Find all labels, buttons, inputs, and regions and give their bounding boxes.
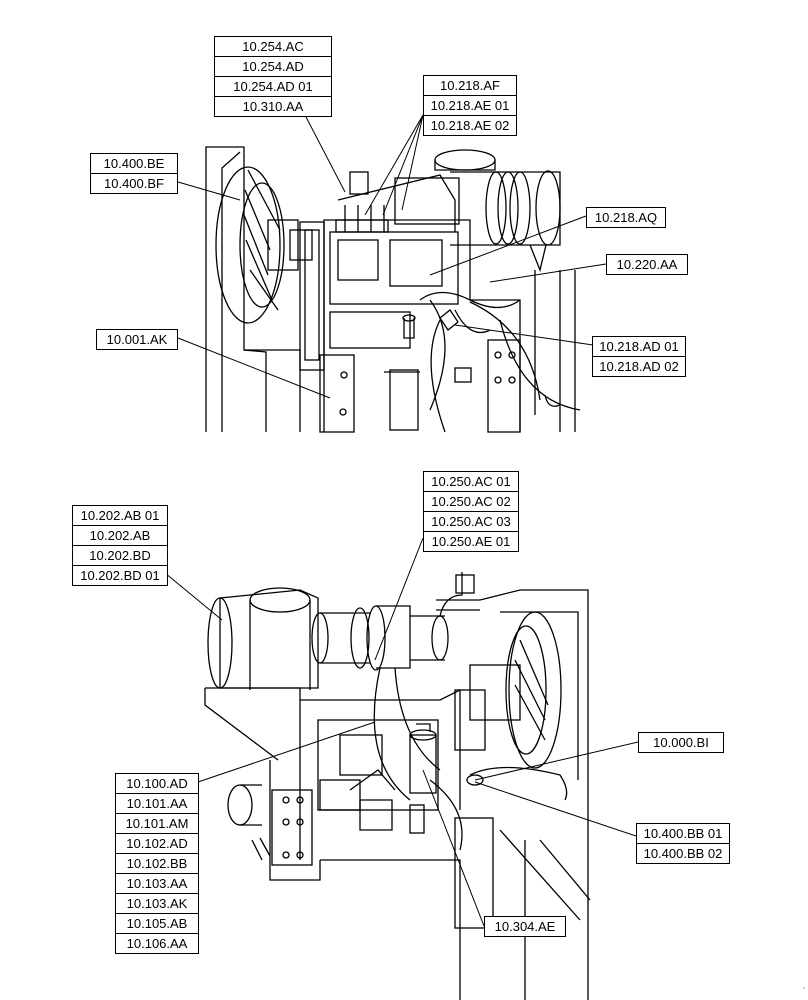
- ref-label: 10.218.AQ: [594, 210, 658, 225]
- ref-label: 10.101.AM: [116, 813, 198, 833]
- ref-label: 10.218.AE 02: [424, 115, 516, 135]
- callout-10-202: 10.202.AB 01 10.202.AB 10.202.BD 10.202.…: [72, 505, 168, 586]
- ref-label: 10.202.AB: [73, 525, 167, 545]
- callout-10-218-aq: 10.218.AQ: [586, 207, 666, 228]
- callout-10-100-list: 10.100.AD 10.101.AA 10.101.AM 10.102.AD …: [115, 773, 199, 954]
- ref-label: 10.250.AC 01: [431, 474, 511, 489]
- ref-label: 10.254.AD 01: [215, 76, 331, 96]
- ref-label: 10.102.BB: [116, 853, 198, 873]
- callout-10-220-aa: 10.220.AA: [606, 254, 688, 275]
- upper-engine-view: [205, 146, 581, 433]
- lower-engine-view: [204, 572, 591, 1000]
- ref-label: 10.254.AC: [242, 39, 304, 54]
- callout-10-400-be: 10.400.BE 10.400.BF: [90, 153, 178, 194]
- ref-label: 10.103.AA: [116, 873, 198, 893]
- ref-label: 10.254.AD: [215, 56, 331, 76]
- callout-10-001-ak: 10.001.AK: [96, 329, 178, 350]
- ref-label: 10.000.BI: [653, 735, 709, 750]
- leader-lines: [164, 114, 639, 927]
- ref-label: 10.250.AE 01: [424, 531, 518, 551]
- ref-label: 10.106.AA: [116, 933, 198, 953]
- ref-label: 10.400.BB 02: [637, 843, 729, 863]
- ref-label: 10.100.AD: [126, 776, 188, 791]
- callout-10-250: 10.250.AC 01 10.250.AC 02 10.250.AC 03 1…: [423, 471, 519, 552]
- callout-10-400-bb: 10.400.BB 01 10.400.BB 02: [636, 823, 730, 864]
- ref-label: 10.400.BB 01: [643, 826, 723, 841]
- ref-label: 10.218.AE 01: [424, 95, 516, 115]
- ref-label: 10.250.AC 03: [424, 511, 518, 531]
- callout-10-218-ad: 10.218.AD 01 10.218.AD 02: [592, 336, 686, 377]
- ref-label: 10.202.AB 01: [80, 508, 160, 523]
- ref-label: 10.202.BD: [73, 545, 167, 565]
- callout-10-254: 10.254.AC 10.254.AD 10.254.AD 01 10.310.…: [214, 36, 332, 117]
- ref-label: 10.202.BD 01: [73, 565, 167, 585]
- ref-label: 10.250.AC 02: [424, 491, 518, 511]
- callout-10-218-af: 10.218.AF 10.218.AE 01 10.218.AE 02: [423, 75, 517, 136]
- ref-label: 10.220.AA: [616, 257, 678, 272]
- ref-label: 10.102.AD: [116, 833, 198, 853]
- ref-label: 10.218.AD 02: [593, 356, 685, 376]
- ref-label: 10.218.AD 01: [599, 339, 679, 354]
- ref-label: 10.101.AA: [116, 793, 198, 813]
- callout-10-304-ae: 10.304.AE: [484, 916, 566, 937]
- ref-label: 10.400.BE: [103, 156, 165, 171]
- ref-label: 10.218.AF: [440, 78, 500, 93]
- ref-label: 10.304.AE: [494, 919, 556, 934]
- ref-label: 10.001.AK: [106, 332, 168, 347]
- ref-label: 10.310.AA: [215, 96, 331, 116]
- ref-label: 10.103.AK: [116, 893, 198, 913]
- callout-10-000-bi: 10.000.BI: [638, 732, 724, 753]
- ref-label: 10.105.AB: [116, 913, 198, 933]
- corner-mark: `: [802, 987, 806, 998]
- ref-label: 10.400.BF: [91, 173, 177, 193]
